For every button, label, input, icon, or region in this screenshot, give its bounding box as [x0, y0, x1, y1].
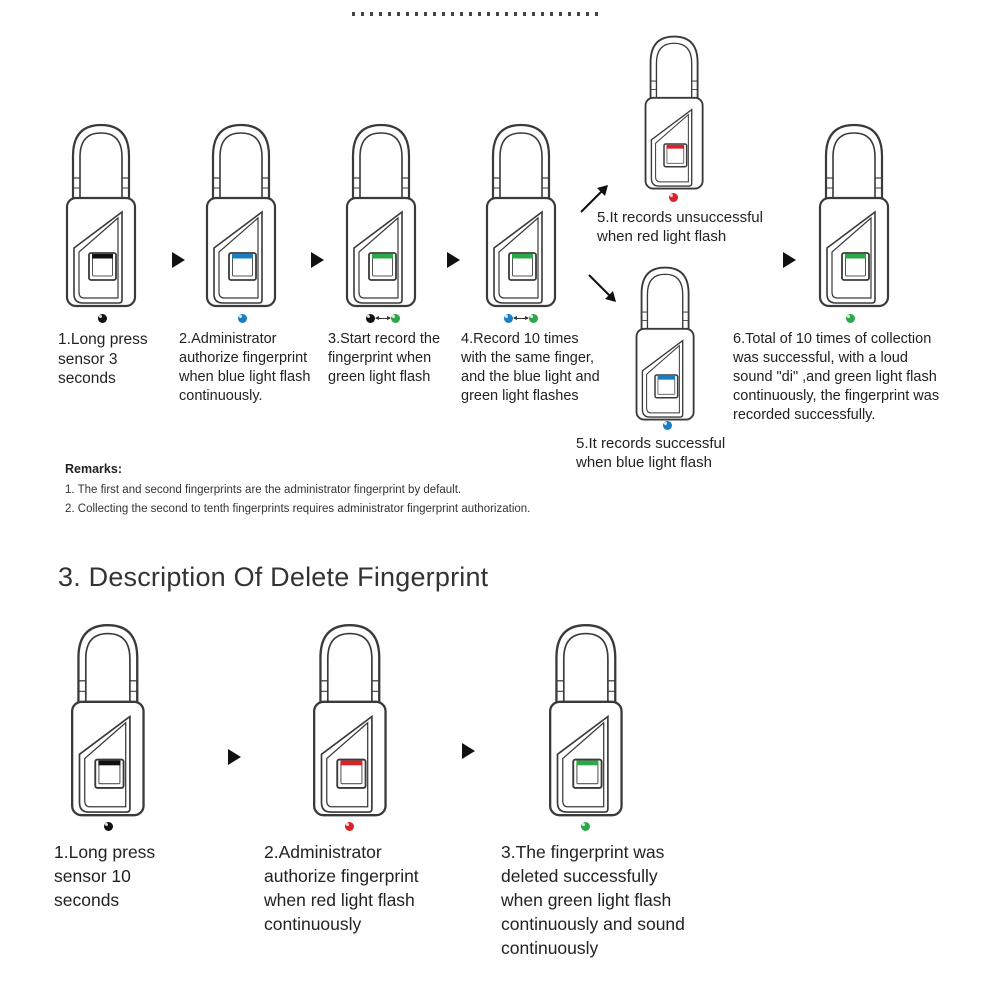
arrow-up-right-icon	[580, 185, 608, 213]
two-tone-indicator	[366, 314, 401, 324]
padlock-icon	[70, 624, 145, 817]
light-dot-icon	[669, 193, 678, 202]
double-arrow-icon	[513, 316, 529, 320]
padlock-step-e6	[817, 122, 891, 310]
padlock-icon	[548, 624, 623, 817]
indicator-dot-e5b	[663, 421, 672, 430]
light-dot-icon	[104, 822, 113, 831]
padlock-step-d2	[311, 622, 389, 819]
padlock-icon	[312, 624, 387, 817]
padlock-step-e5b	[634, 265, 696, 423]
arrow-right-icon	[311, 252, 324, 268]
indicator-dot-e6	[846, 314, 855, 323]
arrow-right-icon	[462, 743, 475, 759]
caption-step-d3: 3.The fingerprint was deleted successful…	[501, 842, 685, 958]
indicator-dot-d2	[345, 822, 354, 831]
indicator-dot-d1	[104, 822, 113, 831]
arrow-right-icon	[228, 749, 241, 765]
padlock-icon	[635, 266, 695, 421]
caption-step-e4: 4.Record 10 times with the same finger, …	[461, 331, 600, 404]
caption-step-e3: 3.Start record the fingerprint when gree…	[328, 331, 441, 385]
arrow-right-icon	[447, 252, 460, 268]
padlock-icon	[205, 123, 277, 308]
padlock-icon	[644, 35, 704, 190]
caption-step-e2: 2.Administrator authorize fingerprint wh…	[179, 331, 311, 404]
caption-step-e5b: 5.It records successful when blue light …	[576, 435, 726, 471]
remarks-title: Remarks:	[65, 462, 122, 476]
light-dot-icon	[581, 822, 590, 831]
padlock-icon	[65, 123, 137, 308]
caption-step-d1: 1.Long press sensor 10 seconds	[54, 842, 156, 910]
indicator-dot-e1	[98, 314, 107, 323]
arrow-right-icon	[172, 252, 185, 268]
light-dot-icon	[366, 314, 375, 323]
padlock-icon	[485, 123, 557, 308]
indicator-dot-d3	[581, 822, 590, 831]
padlock-step-e4	[484, 122, 558, 310]
padlock-step-e2	[204, 122, 278, 310]
arrow-right-icon	[783, 252, 796, 268]
light-dot-icon	[504, 314, 513, 323]
arrow-down-right-icon	[588, 274, 616, 302]
padlock-icon	[345, 123, 417, 308]
padlock-icon	[818, 123, 890, 308]
remark-item-2: 2. Collecting the second to tenth finger…	[65, 503, 531, 515]
padlock-step-e3	[344, 122, 418, 310]
two-tone-indicator	[504, 314, 539, 324]
padlock-step-d1	[69, 622, 147, 819]
section-title-delete: 3. Description Of Delete Fingerprint	[58, 562, 489, 592]
padlock-step-e1	[64, 122, 138, 310]
light-dot-icon	[98, 314, 107, 323]
cropped-heading-remnant	[352, 12, 602, 16]
light-dot-icon	[238, 314, 247, 323]
light-dot-icon	[663, 421, 672, 430]
caption-step-d2: 2.Administrator authorize fingerprint wh…	[264, 842, 419, 934]
light-dot-icon	[846, 314, 855, 323]
light-dot-icon	[391, 314, 400, 323]
remark-item-1: 1. The first and second fingerprints are…	[65, 484, 462, 496]
caption-step-e6: 6.Total of 10 times of collection was su…	[733, 331, 940, 423]
indicator-dot-e5a	[669, 193, 678, 202]
padlock-step-e5a	[643, 34, 705, 192]
light-dot-icon	[529, 314, 538, 323]
indicator-dot-e2	[238, 314, 247, 323]
light-dot-icon	[345, 822, 354, 831]
caption-step-e1: 1.Long press sensor 3 seconds	[58, 331, 148, 387]
double-arrow-icon	[375, 316, 391, 320]
padlock-step-d3	[547, 622, 625, 819]
caption-step-e5a: 5.It records unsuccessful when red light…	[597, 209, 763, 245]
